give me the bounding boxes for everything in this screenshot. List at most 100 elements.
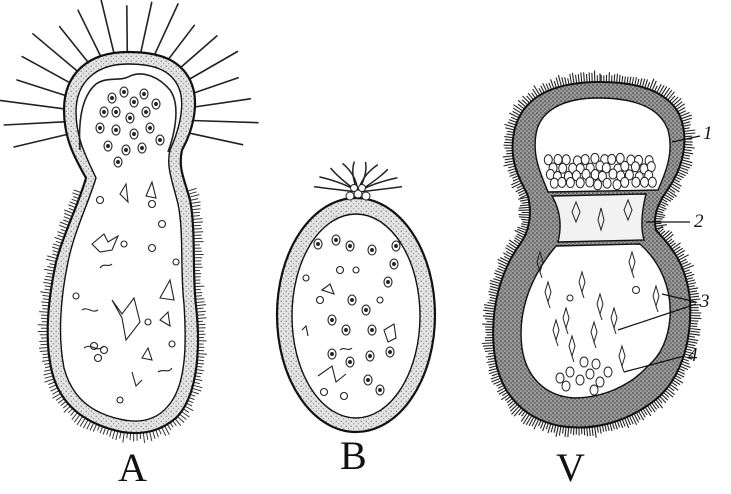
cilium [485,351,494,352]
cilium [642,79,644,87]
cilium [684,147,695,148]
cilium [522,202,529,203]
cilium [682,160,693,163]
cilium [655,86,658,92]
cilium [507,131,514,132]
cilium [515,230,525,235]
cilium [655,216,664,218]
cilium [147,432,148,440]
cilium [620,420,623,428]
cilium [605,425,607,432]
cilium [488,363,496,365]
cilium [645,407,651,416]
cilium [74,190,82,193]
cilium [589,427,590,436]
cilium [667,389,675,395]
cilium [622,419,625,426]
callout-3: 3 [700,292,710,311]
cilium [627,77,628,84]
cilium [592,427,593,436]
cilium [153,431,155,439]
cell [604,367,612,377]
cilium [518,197,528,199]
cilium [497,383,503,386]
cilium [578,74,579,83]
cell-nucleus [141,147,144,150]
cilium [519,210,530,211]
cilium [684,270,690,272]
cilium [647,82,649,89]
cilium [187,188,196,191]
cell-nucleus [365,309,368,312]
cilium [46,276,54,277]
cilium [625,76,626,83]
cilium [46,259,56,261]
cilium [185,406,193,411]
cilium [684,130,695,131]
cilium [17,80,68,96]
cell [641,177,649,187]
cell-nucleus [107,145,110,148]
cilium [607,424,609,431]
cell-nucleus [155,103,158,106]
cilium [559,426,561,435]
cilium [686,274,695,277]
cell-nucleus [317,243,320,246]
cilium [64,217,71,220]
cilium [610,423,612,431]
callout-1: 1 [703,124,713,143]
cell [556,373,564,383]
cilium [509,240,518,246]
cilium [490,289,499,291]
cilium [679,255,689,260]
cell [586,177,594,187]
cell [559,163,567,173]
cilium [493,279,501,282]
cilium [40,292,50,293]
cilium [190,133,242,144]
figure-b-apical-tuft [315,162,402,192]
cilium [665,391,673,398]
cilium [489,300,496,301]
figure-v [482,71,701,438]
cilium [546,84,549,91]
cell [590,385,598,395]
cilium [513,178,519,181]
cilium [123,432,124,442]
cilium [508,169,516,172]
cell-nucleus [349,245,352,248]
cilium [503,156,513,157]
cilium [192,209,201,210]
cilium [587,427,588,436]
cilium [188,78,239,95]
cilium [556,426,558,437]
cell-nucleus [351,299,354,302]
cilium [45,376,53,379]
cilium [519,207,530,208]
cilium [656,227,664,229]
cilium [558,75,561,86]
cilium [41,302,49,303]
cilium [683,155,690,157]
cilium [521,224,528,226]
cilium [534,85,540,95]
cilium [581,72,582,82]
cilium [689,288,699,290]
cell-nucleus [103,111,106,114]
cilium [496,277,503,279]
cilium [192,212,200,213]
cilium [685,272,692,274]
cilium [42,295,50,296]
cell-nucleus [387,281,390,284]
callout-2: 2 [694,212,704,231]
figure-a [0,0,258,443]
cilium [682,122,690,124]
cilium [689,331,700,332]
cilium [508,166,515,168]
cilium [683,152,693,154]
cilium [504,257,510,260]
cilium [42,360,50,361]
cilium [486,356,495,357]
cilium [56,396,62,400]
cilium [190,199,198,201]
